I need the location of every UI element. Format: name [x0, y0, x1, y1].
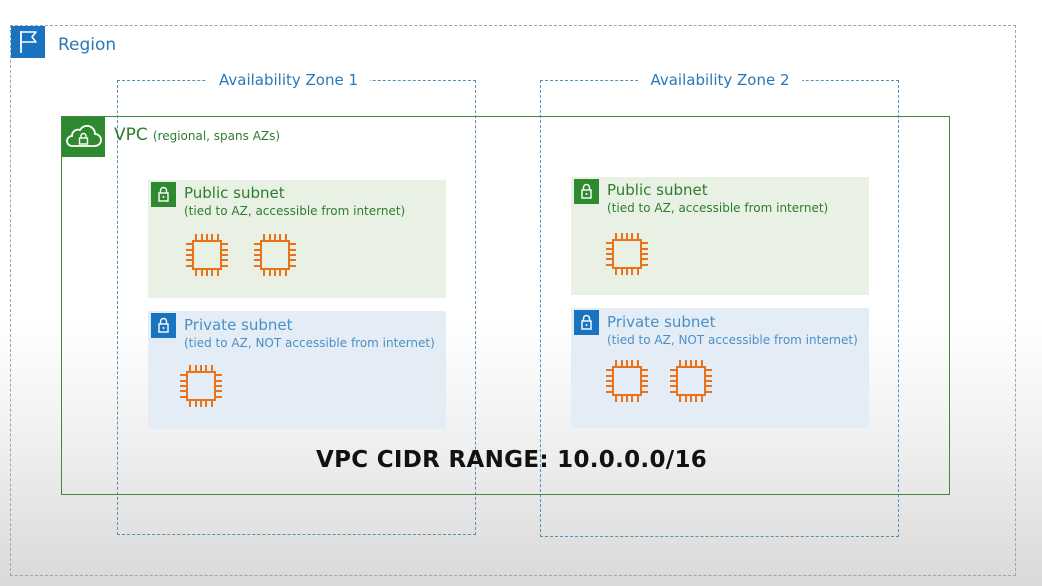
region-boundary: [10, 25, 1016, 576]
ec2-instance-icon: [604, 231, 650, 277]
vpc-sublabel: (regional, spans AZs): [152, 129, 281, 143]
ec2-instance-icon: [668, 358, 714, 404]
vpc-title: VPC: [114, 125, 148, 145]
lock-icon: [574, 310, 599, 335]
vpc-cidr-range: VPC CIDR RANGE: 10.0.0.0/16: [316, 447, 708, 473]
flag-icon: [11, 26, 45, 58]
subnet-desc: (tied to AZ, NOT accessible from interne…: [184, 336, 435, 350]
vpc-boundary: [61, 116, 950, 495]
az1-label: Availability Zone 1: [197, 71, 373, 93]
subnet-title: Public subnet: [607, 181, 708, 199]
private-subnet-az1: [148, 311, 446, 429]
subnet-title: Private subnet: [184, 316, 293, 334]
lock-icon: [151, 313, 176, 338]
az2-label: Availability Zone 2: [620, 71, 820, 93]
vpc-label: VPC (regional, spans AZs): [114, 125, 280, 145]
subnet-desc: (tied to AZ, accessible from internet): [607, 201, 829, 215]
ec2-instance-icon: [178, 363, 224, 409]
subnet-desc: (tied to AZ, NOT accessible from interne…: [607, 333, 858, 347]
ec2-instance-icon: [184, 232, 230, 278]
region-label: Region: [58, 35, 117, 55]
ec2-instance-icon: [604, 358, 650, 404]
lock-icon: [151, 182, 176, 207]
lock-icon: [574, 179, 599, 204]
subnet-desc: (tied to AZ, accessible from internet): [184, 204, 406, 218]
public-subnet-az2: [571, 177, 869, 295]
subnet-title: Public subnet: [184, 184, 285, 202]
subnet-title: Private subnet: [607, 313, 716, 331]
ec2-instance-icon: [252, 232, 298, 278]
cloud-lock-icon: [62, 117, 105, 157]
public-subnet-az1: [148, 180, 446, 298]
